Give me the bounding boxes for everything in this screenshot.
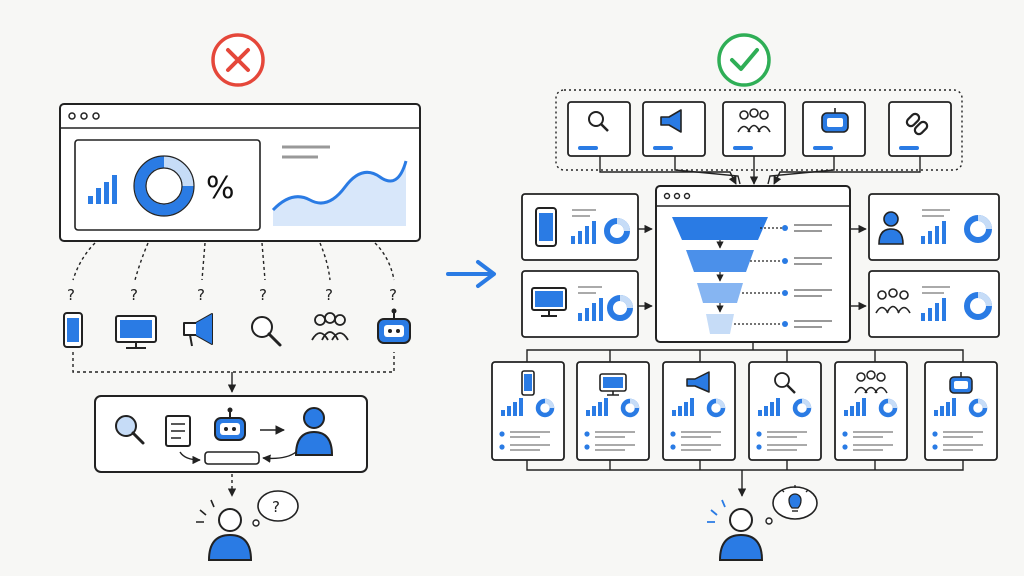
donut-chart-icon <box>133 155 195 217</box>
svg-text:?: ? <box>67 286 75 304</box>
sources-dotted-frame <box>555 89 963 171</box>
x-mark-icon <box>211 33 265 87</box>
source-connectors <box>599 156 921 185</box>
robot-icon <box>377 308 411 344</box>
metric-card-monitor <box>521 270 639 338</box>
funnel-window <box>655 185 851 343</box>
document-icon <box>165 415 191 447</box>
detail-card-monitor <box>576 361 650 461</box>
source-cards <box>567 101 952 157</box>
question-mark-thought-icon: ? <box>252 490 299 527</box>
dashed-connectors-left <box>72 242 395 393</box>
detail-card-people <box>834 361 908 461</box>
search-icon <box>774 372 796 394</box>
check-mark-icon <box>717 33 771 87</box>
person-icon <box>294 407 334 456</box>
detail-card-mobile <box>491 361 565 461</box>
arrow-right-icon <box>446 260 496 288</box>
robot-icon <box>949 372 973 394</box>
left-process-box <box>94 395 368 473</box>
left-dashboard-window: % <box>59 103 421 242</box>
area-line-chart <box>271 145 408 226</box>
monitor-icon <box>115 315 157 349</box>
source-card-megaphone <box>642 101 706 157</box>
svg-text:?: ? <box>389 286 397 304</box>
search-icon <box>115 415 145 445</box>
svg-text:?: ? <box>259 286 267 304</box>
bottom-detail-cards <box>491 361 998 461</box>
funnel-stages <box>672 217 768 334</box>
svg-text:?: ? <box>325 286 333 304</box>
source-card-people <box>722 101 786 157</box>
source-card-robot <box>802 101 866 157</box>
right-metric-cards <box>868 193 1000 338</box>
percent-symbol: % <box>206 171 235 206</box>
detail-card-megaphone <box>662 361 736 461</box>
svg-text:?: ? <box>272 498 280 516</box>
confused-person-icon <box>196 499 253 561</box>
detail-card-robot <box>924 361 998 461</box>
metric-card-mobile <box>521 193 639 261</box>
lightbulb-thought-icon <box>765 485 818 525</box>
people-icon <box>854 370 888 394</box>
robot-icon <box>214 407 246 441</box>
channel-icons-left <box>63 308 411 349</box>
search-icon <box>251 316 282 347</box>
link-icon <box>905 112 929 136</box>
source-card-search <box>567 101 631 157</box>
metric-card-person <box>868 193 1000 261</box>
monitor-icon <box>599 373 627 396</box>
left-metric-cards <box>521 193 639 338</box>
svg-text:?: ? <box>197 286 205 304</box>
people-icon <box>311 312 349 341</box>
mobile-icon <box>63 312 83 348</box>
detail-card-search <box>748 361 822 461</box>
mobile-icon <box>521 370 535 396</box>
enlightened-person-icon <box>707 499 764 561</box>
source-card-link <box>888 101 952 157</box>
question-marks: ? ? ? ? ? ? <box>67 286 397 304</box>
svg-text:?: ? <box>130 286 138 304</box>
bar-chart-icon <box>88 175 117 204</box>
bottom-connectors <box>526 342 964 497</box>
metric-card-people <box>868 270 1000 338</box>
megaphone-icon <box>183 313 213 347</box>
megaphone-icon <box>686 371 710 393</box>
